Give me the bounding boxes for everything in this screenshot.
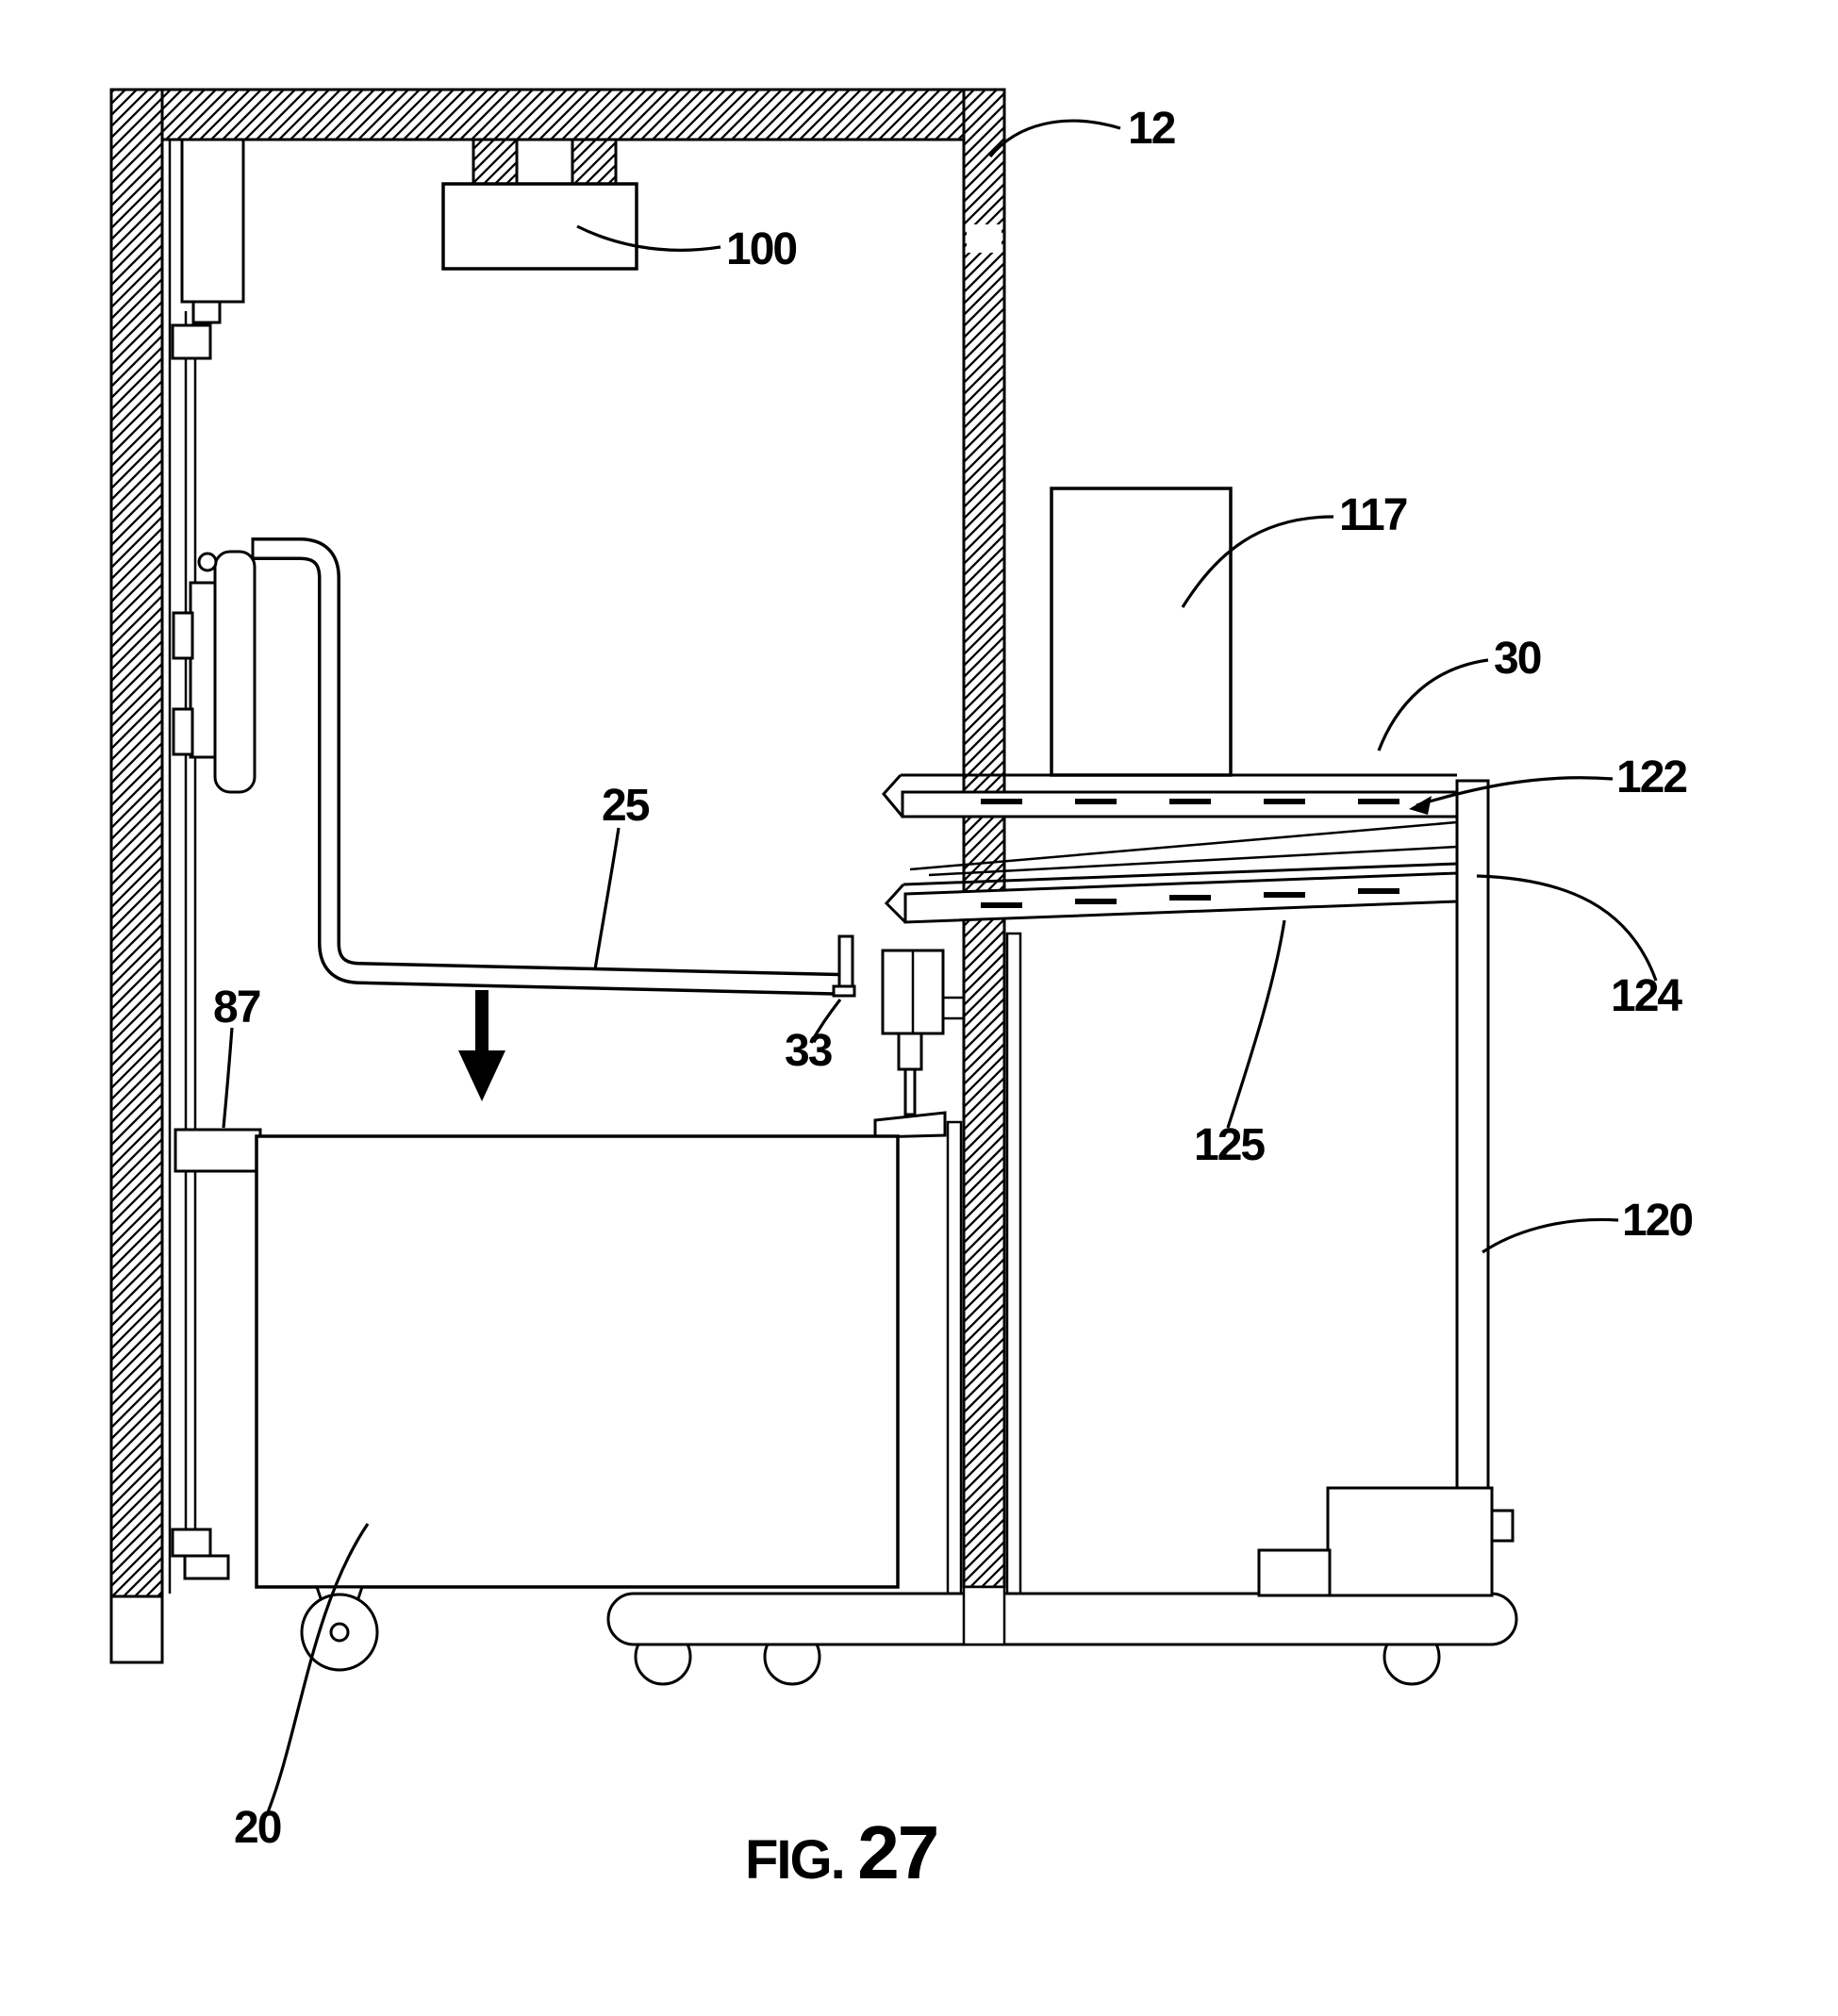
rail-bottom-block-b <box>183 1554 230 1580</box>
carriage-clamp-upper <box>172 611 194 660</box>
cart-motor-box <box>1326 1486 1494 1597</box>
fill-arm-25 <box>251 537 856 998</box>
tray2-slot <box>1358 888 1399 894</box>
tray2-slot <box>1075 899 1117 904</box>
carriage-clamp-lower <box>172 707 194 756</box>
leader-lines <box>222 119 1658 1813</box>
leader-25 <box>593 827 621 970</box>
latch-stem-lower <box>903 1067 917 1116</box>
cart-motor-step <box>1257 1548 1332 1597</box>
tray1-slot <box>1169 799 1211 804</box>
leader-125 <box>1226 919 1286 1129</box>
tray1-slot <box>1264 799 1305 804</box>
tray2-slot <box>1264 892 1305 898</box>
slide-diagonal-upper <box>909 820 1458 871</box>
post-guide-strips <box>946 932 1022 1595</box>
rail-bracket-87 <box>174 1128 262 1173</box>
tray1-slot <box>1075 799 1117 804</box>
tray2-left-lip <box>884 883 907 924</box>
caption-number: 27 <box>857 1810 937 1894</box>
down-arrow-shaft <box>475 990 488 1056</box>
guide-strip-left <box>946 1120 963 1595</box>
ref-label-124: 124 <box>1611 971 1682 1021</box>
ref-label-20: 20 <box>234 1803 281 1853</box>
rail-bottom-block-a <box>171 1528 212 1558</box>
latch-assembly <box>873 949 964 1139</box>
arm-end-hook-33 <box>837 934 854 991</box>
cart-frame-post <box>1455 779 1490 1597</box>
left-caster-hub <box>329 1622 350 1643</box>
figure-caption: FIG. 27 <box>745 1810 939 1894</box>
ref-label-30: 30 <box>1494 634 1541 684</box>
leader-87 <box>222 1027 234 1129</box>
base-bar <box>606 1592 1518 1646</box>
left-rail-assembly <box>171 138 262 1580</box>
cart-knob <box>1490 1509 1515 1543</box>
rail-top-connector <box>191 300 222 324</box>
ref-label-25: 25 <box>602 781 650 831</box>
container-box <box>255 1134 900 1589</box>
container-20 <box>255 1134 900 1589</box>
leader-100 <box>576 224 721 252</box>
ref-label-33: 33 <box>785 1026 832 1076</box>
guide-strip-right <box>1005 932 1022 1595</box>
leader-120 <box>1482 1217 1619 1254</box>
left-wall-foot <box>109 1595 164 1664</box>
right-post-foot <box>962 1585 1006 1646</box>
leader-20 <box>266 1523 370 1813</box>
latch-foot <box>873 1111 947 1139</box>
down-arrow-head <box>458 1050 505 1101</box>
head-unit-100 <box>441 138 638 271</box>
arm-end-hook-foot <box>832 984 856 998</box>
left-wall <box>109 88 164 1598</box>
dolly-and-base <box>300 1585 1518 1686</box>
right-post <box>962 88 1006 1589</box>
head-body <box>441 182 638 271</box>
carriage-pivot-bolt <box>197 552 218 572</box>
arm-tube-bore <box>253 540 848 993</box>
tray2-top-plate <box>902 862 1458 886</box>
ref-label-120: 120 <box>1622 1196 1692 1246</box>
leader-124 <box>1476 874 1658 982</box>
leader-12 <box>988 119 1121 158</box>
tray1-left-lip <box>882 773 904 818</box>
ref-label-12: 12 <box>1128 104 1175 154</box>
leader-117 <box>1181 515 1334 608</box>
ref-labels: 12 100 117 30 122 124 125 120 25 33 87 2… <box>213 104 1694 1853</box>
svg-text:FIG. 27: FIG. 27 <box>745 1810 937 1894</box>
tray2-slot <box>981 902 1022 908</box>
tray2-slot <box>1169 895 1211 901</box>
ref-label-100: 100 <box>726 224 796 274</box>
slide-diagonal-lower <box>928 845 1458 877</box>
cart-120 <box>882 487 1515 1597</box>
right-post-gap <box>967 224 1002 253</box>
latch-stem-upper <box>897 1032 923 1071</box>
arm-tube-outer <box>253 537 848 996</box>
caption-prefix: FIG. <box>745 1829 844 1891</box>
leader-30 <box>1377 658 1489 752</box>
carriage-cylinder <box>213 550 257 794</box>
head-mount-right <box>571 138 618 186</box>
down-arrow-icon <box>458 990 505 1101</box>
ref-label-117: 117 <box>1339 490 1407 540</box>
ref-label-87: 87 <box>213 983 260 1033</box>
ref-label-122: 122 <box>1616 752 1686 802</box>
rail-top-box <box>180 138 245 304</box>
carriage-side-plate <box>189 581 217 759</box>
leader-33 <box>809 999 842 1044</box>
box-117 <box>1050 487 1233 777</box>
head-mount-left <box>472 138 519 186</box>
tray1-slot <box>1358 799 1399 804</box>
ref-label-125: 125 <box>1194 1120 1265 1170</box>
leader-122-arrowhead <box>1409 796 1432 815</box>
tray1-slot <box>981 799 1022 804</box>
rail-upper-block <box>171 323 212 360</box>
top-wall <box>109 88 1006 141</box>
leader-122 <box>1416 776 1614 807</box>
